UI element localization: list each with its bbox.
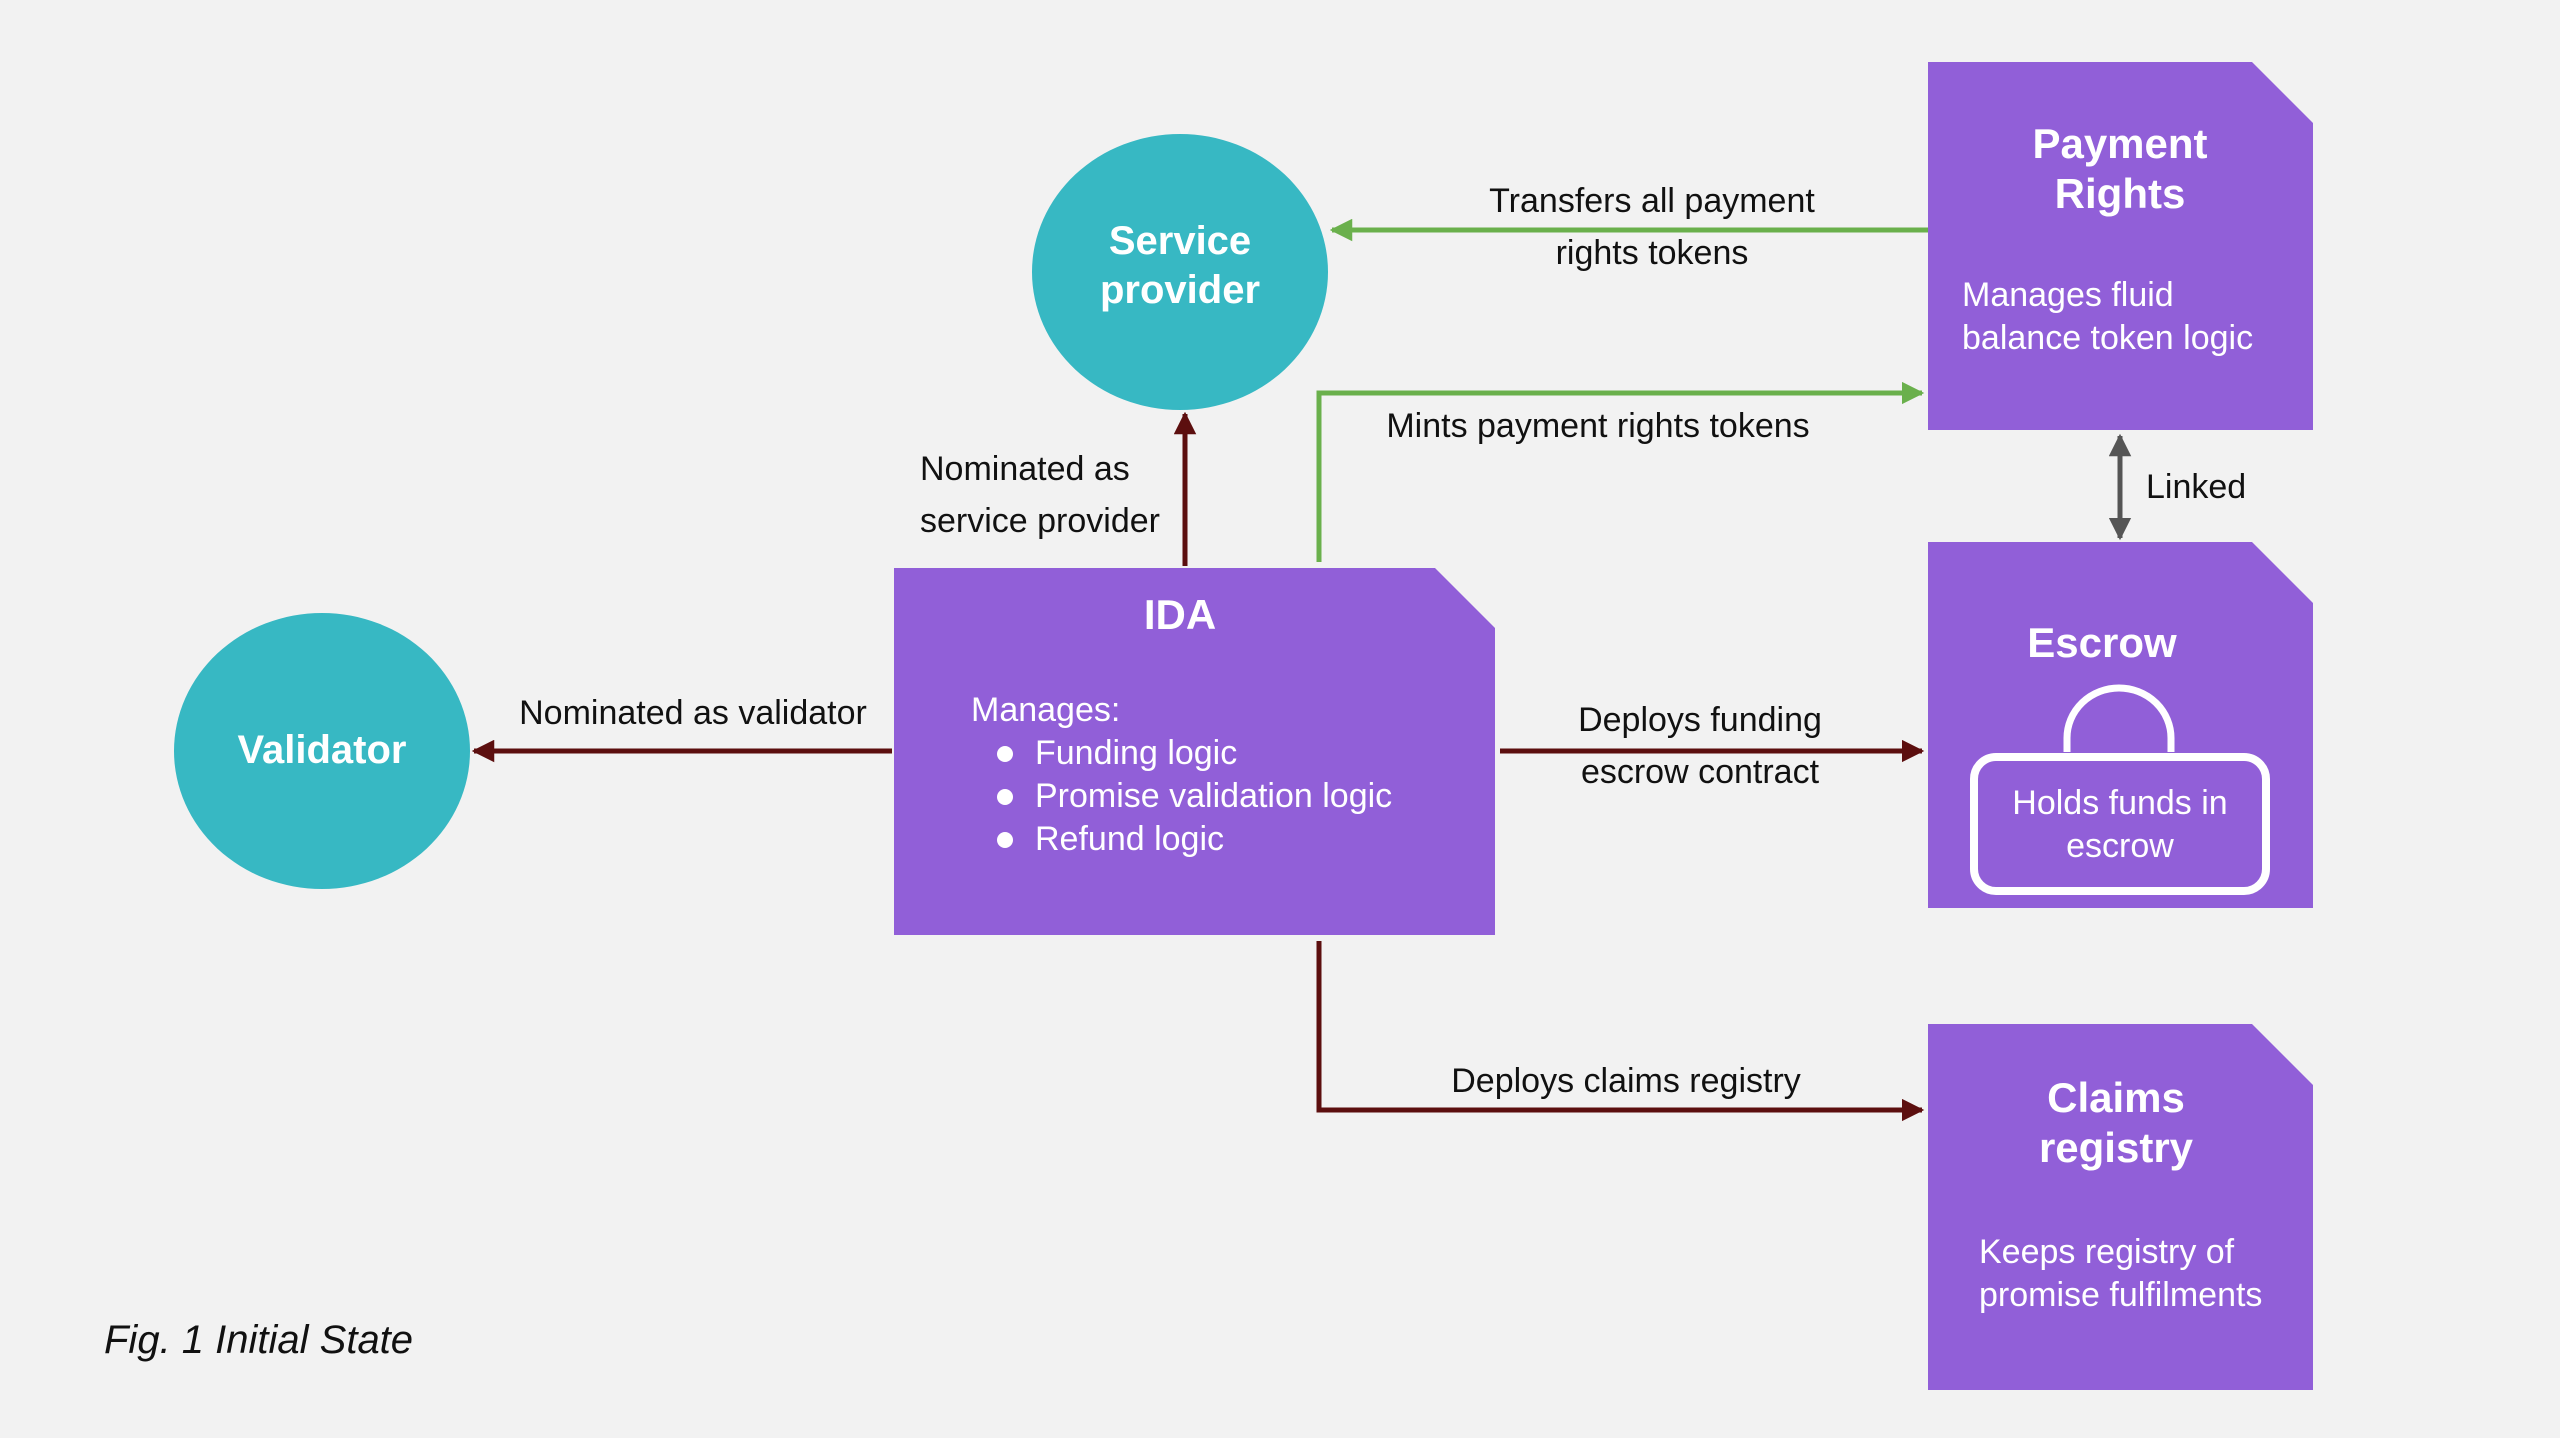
ida-node xyxy=(894,568,1495,935)
edge-transfers-label: Transfers all payment rights tokens xyxy=(1452,175,1852,279)
escrow-node xyxy=(1928,542,2313,908)
list-item: Refund logic xyxy=(971,818,1392,861)
ida-list: Funding logic Promise validation logic R… xyxy=(971,732,1392,861)
payment-rights-title: Payment Rights xyxy=(1970,119,2270,219)
edge-transfers-label-line: Transfers all payment xyxy=(1489,182,1815,220)
claims-registry-node xyxy=(1928,1024,2313,1390)
ida-description: Manages: Funding logic Promise validatio… xyxy=(971,689,1392,861)
escrow-desc-line: escrow xyxy=(2066,827,2174,865)
figure-caption: Fig. 1 Initial State xyxy=(104,1318,414,1362)
escrow-title: Escrow xyxy=(2027,619,2177,666)
validator-label-text: Validator xyxy=(237,728,407,772)
claims-registry-title: Claims registry xyxy=(1966,1073,2266,1173)
edge-nominated-sp-line: Nominated as xyxy=(920,450,1130,488)
edge-deploys-claims-label: Deploys claims registry xyxy=(1451,1062,1801,1100)
edge-nominated-service-provider-label: Nominated as service provider xyxy=(896,443,1196,547)
edge-nominated-validator-label: Nominated as validator xyxy=(519,694,867,732)
payment-rights-title-line: Payment xyxy=(2032,120,2208,167)
service-provider-label: Service provider xyxy=(1030,217,1330,315)
edge-mints xyxy=(1316,381,1925,562)
service-provider-label-line: Service xyxy=(1108,219,1252,263)
claims-registry-desc-line: promise fulfilments xyxy=(1979,1276,2263,1314)
escrow-description: Holds funds in escrow xyxy=(1974,782,2266,868)
ida-manages-label: Manages: xyxy=(971,691,1121,729)
edge-deploys-escrow-line: Deploys funding xyxy=(1578,701,1822,739)
edge-nominated-sp-line: service provider xyxy=(920,502,1160,540)
claims-registry-description: Keeps registry of promise fulfilments xyxy=(1979,1231,2262,1317)
edge-deploys-escrow-line: escrow contract xyxy=(1580,753,1820,791)
payment-rights-title-line: Rights xyxy=(2054,170,2186,217)
validator-node xyxy=(174,613,470,889)
edge-mints-label: Mints payment rights tokens xyxy=(1386,407,1810,445)
edge-linked-label: Linked xyxy=(2146,468,2247,506)
payment-rights-desc-line: balance token logic xyxy=(1962,319,2254,357)
payment-rights-desc-line: Manages fluid xyxy=(1962,276,2174,314)
edge-deploys-escrow-label: Deploys funding escrow contract xyxy=(1550,694,1850,798)
list-item: Promise validation logic xyxy=(971,775,1392,818)
service-provider-node xyxy=(1032,134,1328,410)
payment-rights-node xyxy=(1928,62,2313,430)
edge-transfers-label-line: rights tokens xyxy=(1555,234,1749,272)
escrow-desc-line: Holds funds in xyxy=(2012,784,2228,822)
claims-registry-title-line: registry xyxy=(2038,1124,2194,1171)
ida-title: IDA xyxy=(1143,591,1217,638)
claims-registry-desc-line: Keeps registry of xyxy=(1979,1233,2235,1271)
payment-rights-description: Manages fluid balance token logic xyxy=(1962,274,2253,360)
padlock-icon xyxy=(1970,684,2270,895)
list-item: Funding logic xyxy=(971,732,1392,775)
service-provider-label-line: provider xyxy=(1099,268,1261,312)
edge-deploys-claims xyxy=(1316,941,1925,1122)
claims-registry-title-line: Claims xyxy=(2047,1074,2185,1121)
validator-label: Validator xyxy=(172,726,472,775)
